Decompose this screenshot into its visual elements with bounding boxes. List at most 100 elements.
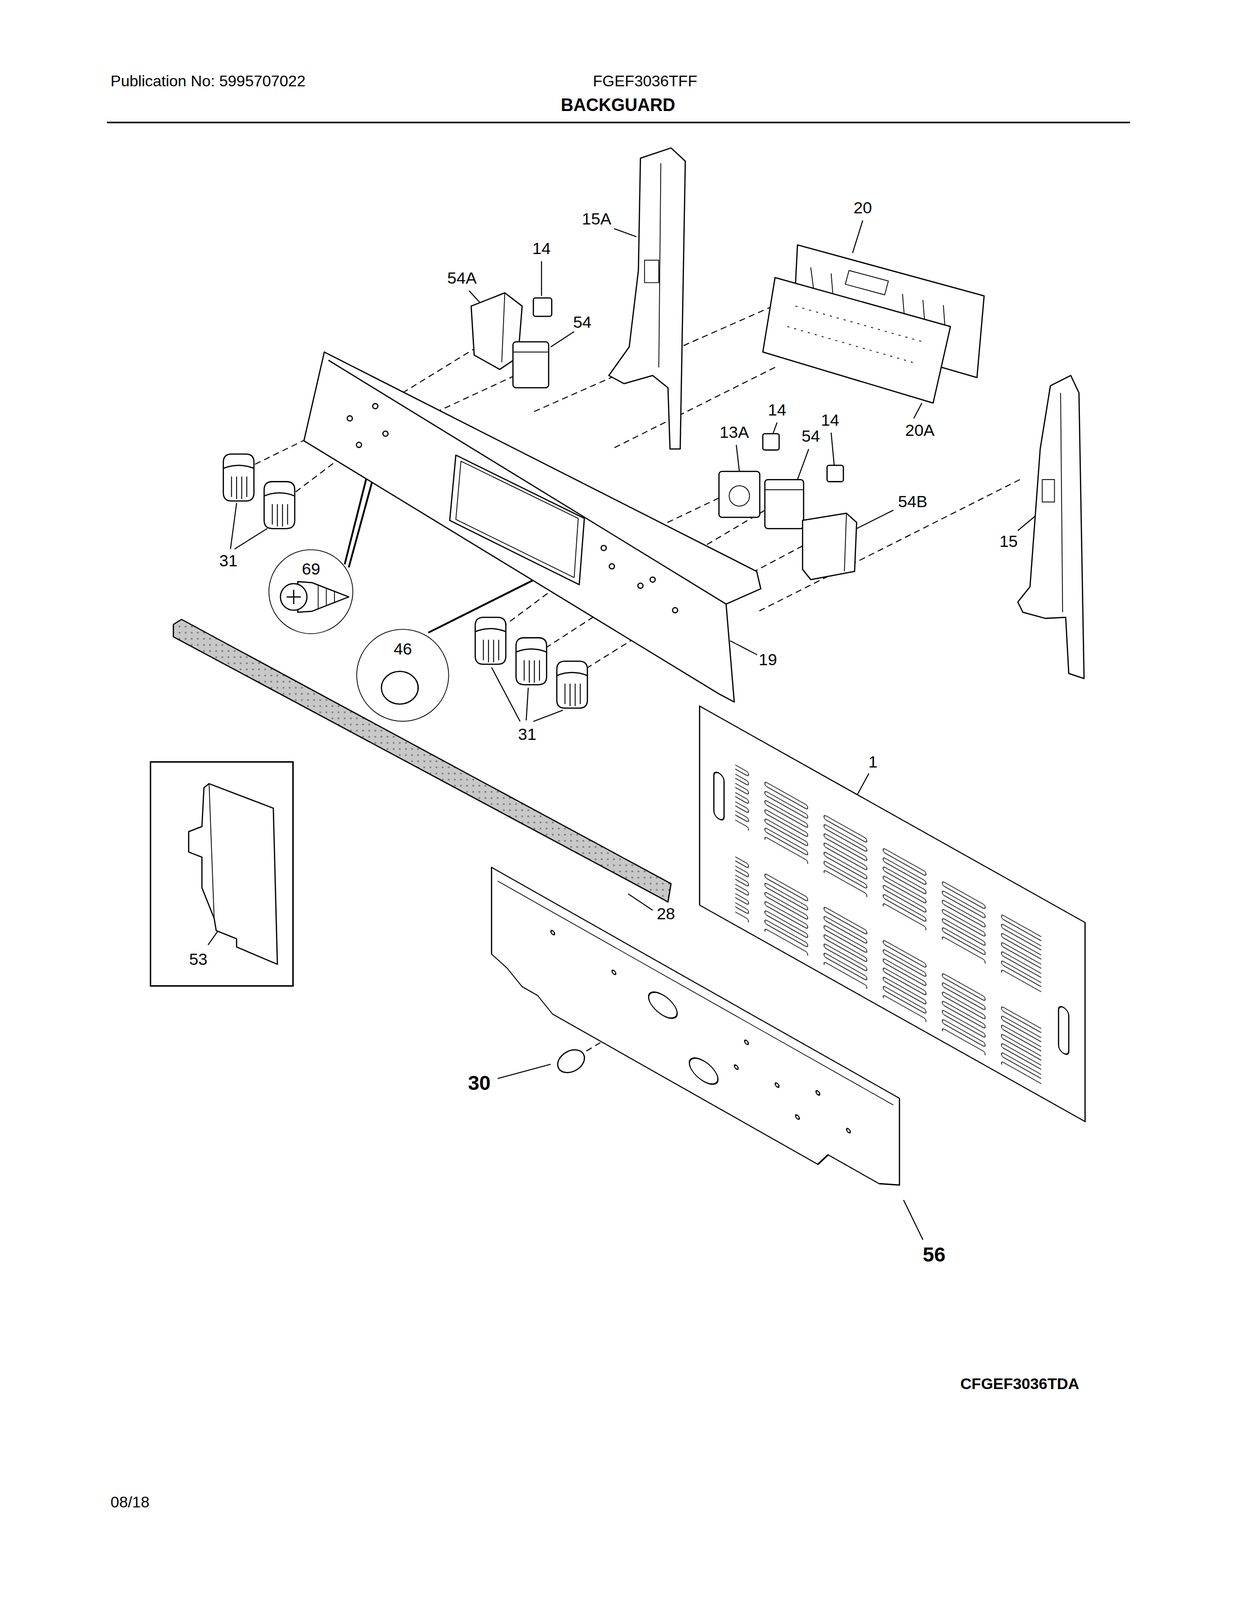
header-text: FGEF3036TFF [591, 73, 699, 91]
backguard-panel [303, 351, 761, 702]
lower-panel [744, 1039, 749, 1046]
callout-number: 15 [998, 532, 1020, 551]
callout-number: 46 [393, 639, 412, 658]
switch-components [471, 292, 857, 580]
leader-lines [797, 448, 809, 480]
callout-number: 20 [852, 199, 874, 218]
callout-number: 54 [571, 313, 593, 332]
callout-number: 54 [800, 427, 822, 446]
lower-panel [648, 986, 678, 1023]
page-title: BACKGUARD [559, 95, 677, 115]
callout-number: 28 [655, 904, 677, 923]
leader-lines [903, 1199, 923, 1240]
lower-panel [734, 1063, 739, 1070]
leader-lines [540, 261, 542, 297]
leader-lines [852, 220, 863, 254]
control-knobs [264, 481, 295, 529]
lower-panel [795, 1113, 800, 1120]
callout-number: 13A [718, 423, 751, 442]
rear-panel [1058, 1004, 1069, 1057]
lower-panel [775, 1081, 779, 1088]
lower-panel [689, 1052, 718, 1089]
leader-lines [729, 640, 758, 655]
backguard-panel [609, 563, 615, 570]
lower-panel [491, 867, 900, 1211]
leader-lines [1017, 515, 1037, 531]
switch-components [802, 513, 857, 580]
lower-panel [497, 880, 894, 1105]
inset-bracket [188, 783, 278, 965]
lower-panel [816, 1089, 821, 1096]
callout-number: 31 [217, 551, 239, 570]
side-bracket [1042, 479, 1055, 502]
leader-lines [550, 331, 574, 348]
backguard-panel [449, 455, 585, 585]
switch-components [512, 351, 549, 353]
side-bracket [608, 147, 686, 449]
backguard-panel [382, 430, 389, 437]
callout-number: 20A [903, 421, 937, 440]
lower-panel [612, 969, 617, 976]
switch-components [728, 485, 750, 507]
backguard-panel [347, 415, 353, 422]
lower-panel [846, 1127, 851, 1134]
backguard-panel [356, 442, 362, 448]
switch-components [718, 471, 760, 518]
callout-number: 54B [896, 492, 930, 511]
leader-lines [628, 893, 653, 911]
header-text: CFGEF3036TDA [958, 1375, 1081, 1393]
callout-number: 69 [301, 560, 321, 579]
header-rule [107, 121, 1130, 124]
control-board [845, 270, 889, 295]
backguard-panel [672, 607, 679, 613]
backguard-panel [637, 583, 644, 589]
backguard-panel [455, 460, 578, 578]
header-rule [107, 121, 1130, 124]
switch-components [764, 489, 804, 491]
bumper-detail [381, 671, 419, 704]
control-knobs [516, 637, 547, 685]
switch-components [844, 513, 847, 572]
backguard-panel [649, 576, 656, 583]
lower-panel [491, 867, 900, 1211]
detail-circle: 46 [355, 628, 450, 723]
bumper-detail [381, 671, 419, 704]
leader-lines [773, 422, 777, 434]
callout-number: 53 [189, 950, 208, 968]
header-text: Publication No: 5995707022 [109, 73, 307, 91]
screw-detail [280, 583, 308, 611]
backguard-panel [303, 351, 761, 702]
leader-lines [234, 528, 268, 549]
callout-number: 54A [445, 269, 479, 288]
switch-components [762, 433, 780, 450]
side-bracket [1060, 392, 1063, 612]
inset-bracket [188, 783, 278, 965]
callout-number: 14 [819, 411, 841, 429]
side-bracket [1017, 375, 1085, 679]
lower-panel [551, 929, 555, 936]
rear-panel [713, 770, 725, 823]
circle-outline [269, 549, 353, 634]
leader-lines [533, 710, 563, 722]
inset-bracket [208, 783, 215, 919]
leader-lines [831, 432, 835, 465]
screw-detail [317, 584, 335, 610]
control-knobs [556, 661, 588, 709]
switch-components [764, 479, 804, 529]
side-bracket [644, 260, 659, 283]
leader-lines [526, 687, 529, 720]
leader-lines [856, 773, 869, 796]
inset-box: 53 [149, 760, 294, 987]
dashed-lines [756, 479, 1020, 613]
callout-number: 14 [530, 239, 553, 258]
control-board [762, 277, 951, 403]
circle-outline [356, 629, 449, 722]
control-knobs [223, 454, 254, 502]
leader-lines [230, 503, 237, 550]
detail-circle: 69 [268, 548, 354, 635]
leader-lines [614, 228, 637, 237]
leader-lines [913, 402, 922, 419]
callout-number: 31 [516, 725, 539, 744]
callout-number: 56 [921, 1243, 948, 1266]
